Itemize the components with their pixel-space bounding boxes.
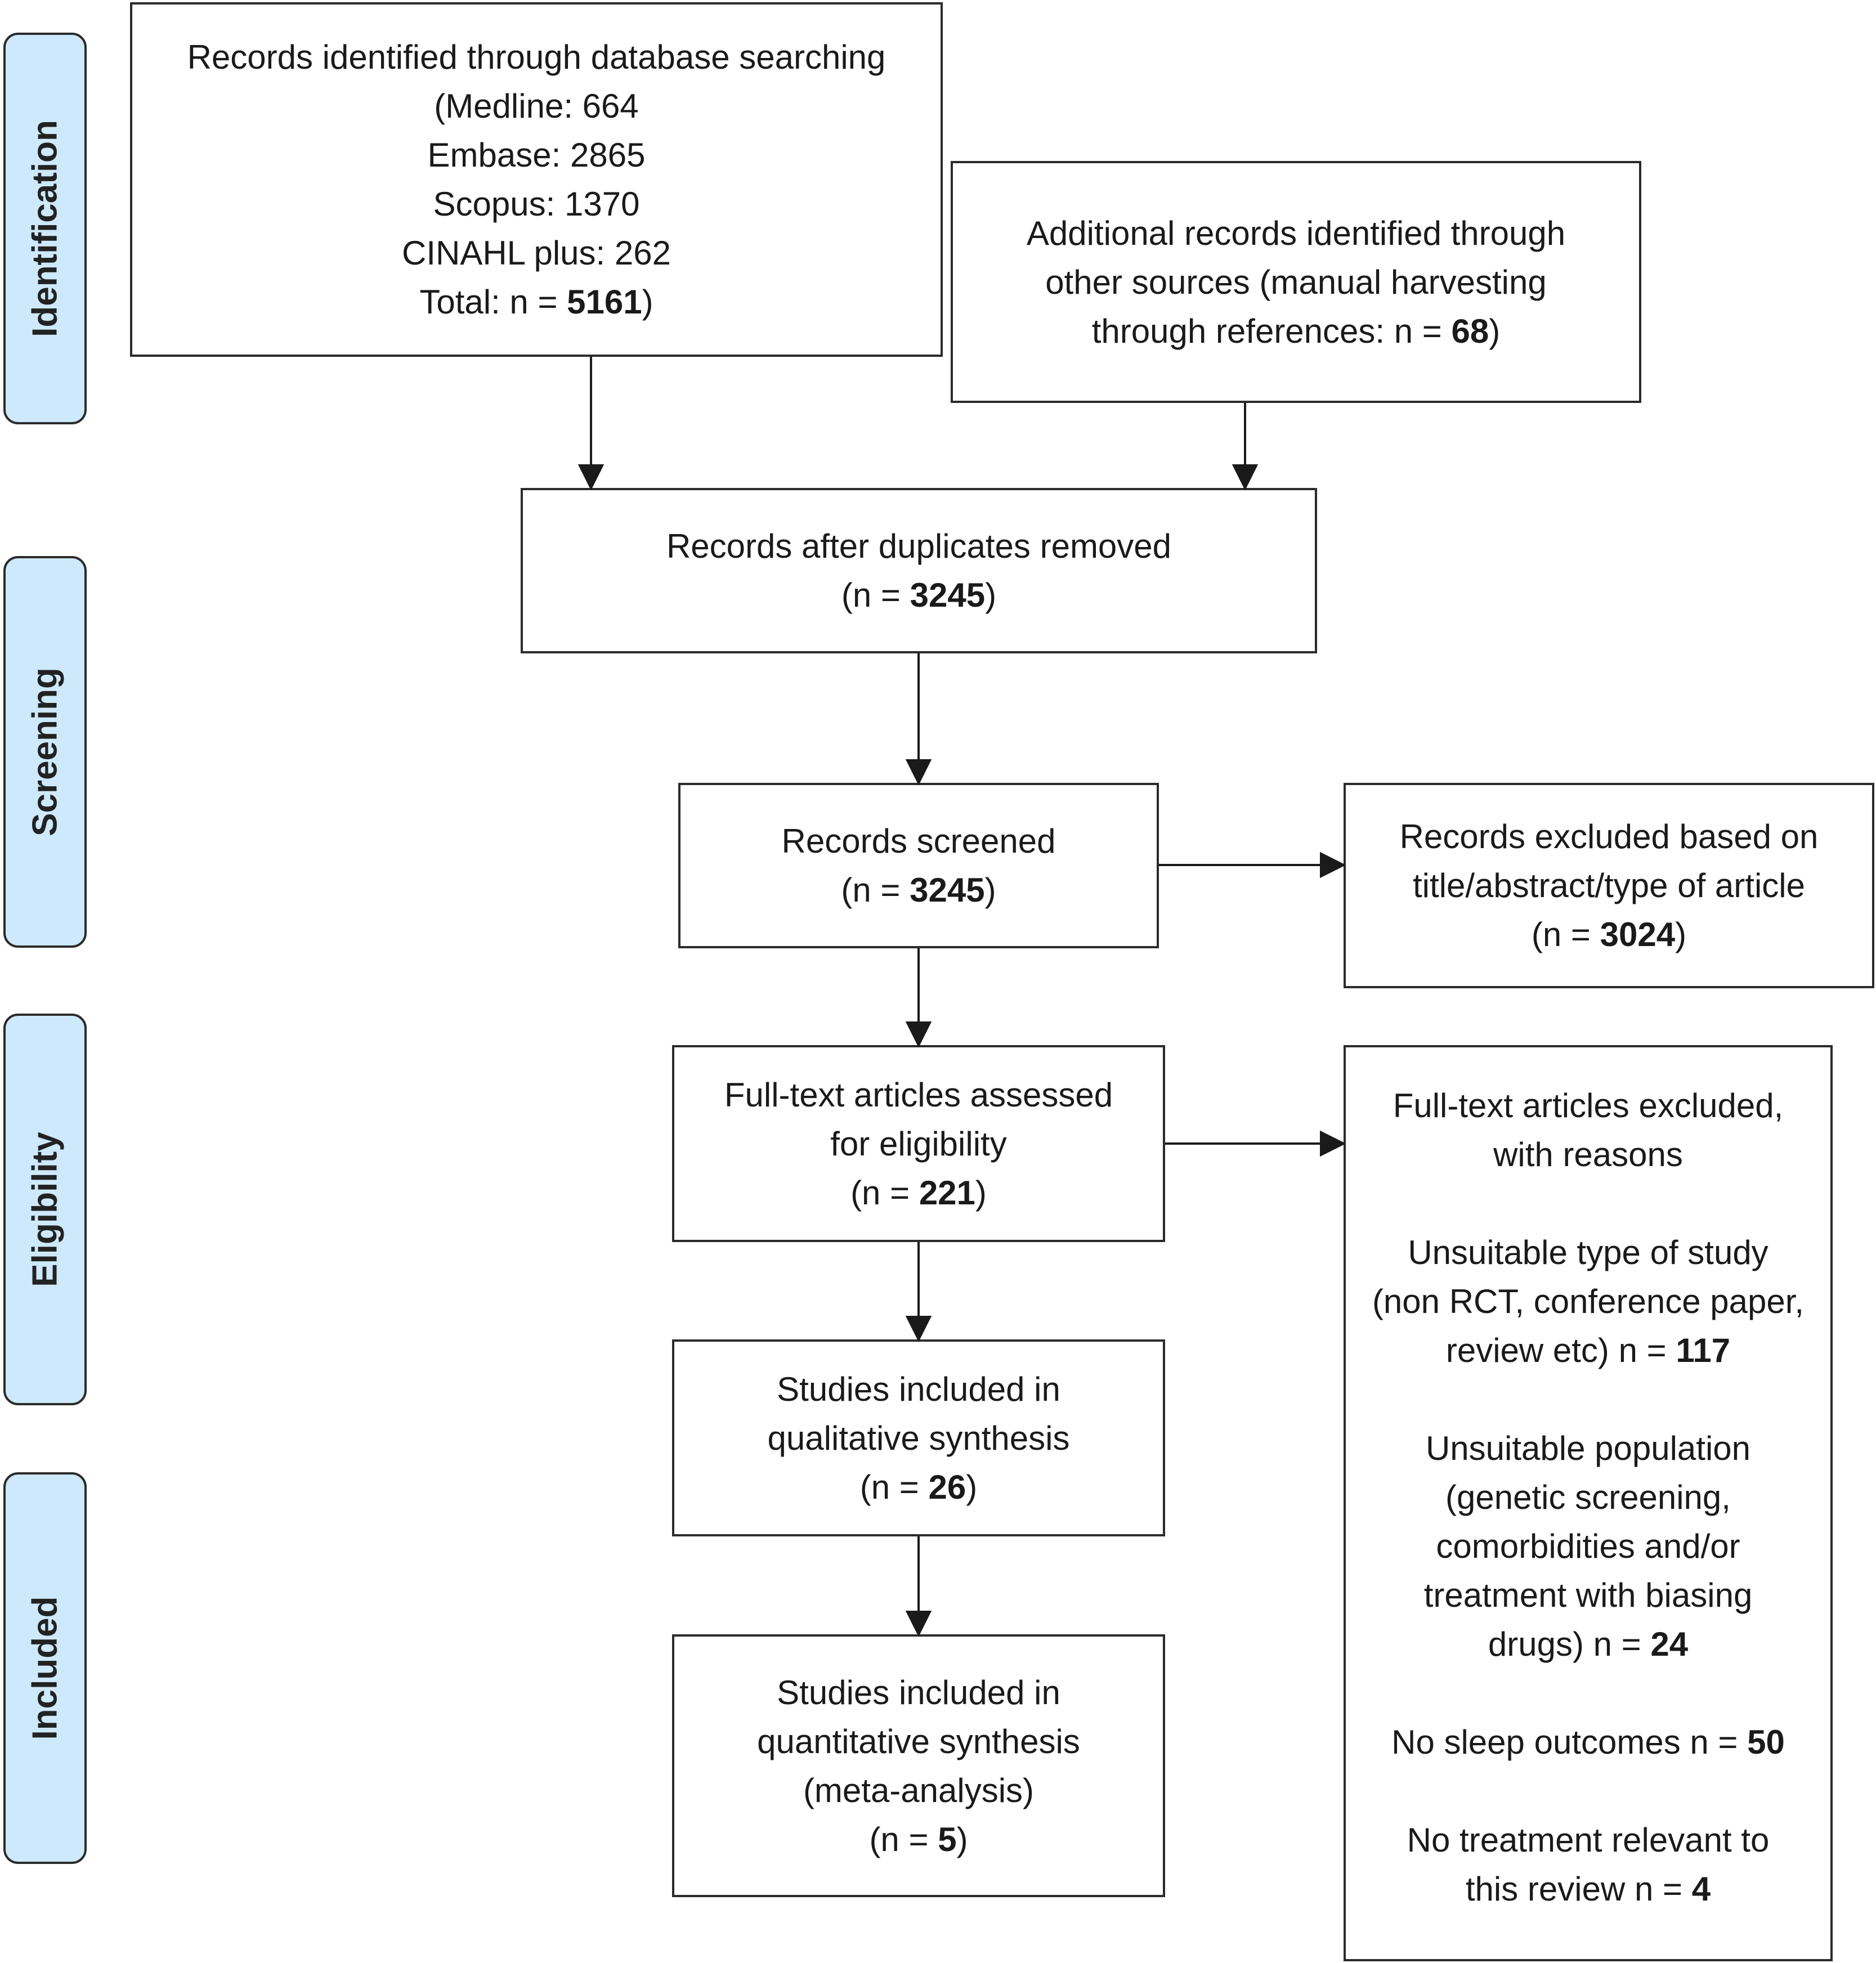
quantitative-count: (n = 5)	[869, 1815, 968, 1864]
reason2-line3: comorbidities and/or	[1436, 1527, 1740, 1565]
fulltext-assessed-value: 221	[919, 1173, 975, 1212]
reason4-count: this review n = 4	[1466, 1865, 1711, 1913]
database-search-title: Records identified through database sear…	[187, 38, 886, 76]
records-screened-prefix: (n =	[841, 871, 910, 909]
qualitative-line2: qualitative synthesis	[767, 1419, 1070, 1457]
box-qualitative-synthesis: Studies included in qualitative synthesi…	[672, 1339, 1165, 1536]
other-sources-prefix: through references: n =	[1091, 312, 1452, 350]
qualitative-suffix: )	[966, 1468, 978, 1506]
box-records-excluded: Records excluded based on title/abstract…	[1344, 783, 1874, 988]
database-search-total-prefix: Total: n =	[419, 283, 567, 321]
reason1-prefix: review etc) n =	[1445, 1332, 1676, 1369]
quantitative-suffix: )	[956, 1820, 968, 1858]
fulltext-assessed-line1: Full-text articles assessed	[724, 1075, 1113, 1114]
arrow-screened-to-excluded	[1159, 851, 1346, 879]
phase-identification: Identification	[3, 33, 87, 424]
fulltext-assessed-prefix: (n =	[850, 1173, 919, 1212]
reason3-value: 50	[1747, 1723, 1785, 1761]
qualitative-line1: Studies included in	[777, 1370, 1060, 1408]
duplicates-removed-title: Records after duplicates removed	[666, 527, 1172, 565]
reason2-value: 24	[1650, 1625, 1689, 1663]
records-screened-suffix: )	[984, 871, 996, 909]
records-excluded-line2: title/abstract/type of article	[1413, 867, 1805, 904]
phase-eligibility: Eligibility	[3, 1014, 87, 1405]
reason4-value: 4	[1691, 1870, 1711, 1908]
reason4-line1: No treatment relevant to	[1407, 1821, 1770, 1859]
reason1-count: review etc) n = 117	[1446, 1326, 1730, 1375]
fulltext-excluded-line2: with reasons	[1493, 1136, 1683, 1173]
database-search-cinahl: CINAHL plus: 262	[401, 234, 671, 272]
box-database-search: Records identified through database sear…	[130, 2, 943, 357]
reason3-prefix: No sleep outcomes n =	[1391, 1723, 1748, 1761]
phase-screening: Screening	[3, 556, 87, 948]
box-fulltext-assessed: Full-text articles assessed for eligibil…	[672, 1045, 1165, 1242]
database-search-total-value: 5161	[567, 283, 642, 321]
other-sources-line1: Additional records identified through	[1026, 214, 1566, 252]
qualitative-value: 26	[928, 1468, 966, 1506]
database-search-embase: Embase: 2865	[427, 136, 646, 174]
reason2-prefix: drugs) n =	[1488, 1625, 1651, 1663]
database-search-scopus: Scopus: 1370	[433, 185, 640, 223]
quantitative-prefix: (n =	[869, 1820, 938, 1858]
other-sources-suffix: )	[1489, 312, 1501, 350]
phase-included: Included	[3, 1472, 87, 1864]
box-duplicates-removed: Records after duplicates removed (n = 32…	[521, 488, 1317, 653]
quantitative-line2: quantitative synthesis	[757, 1722, 1080, 1760]
database-search-total-suffix: )	[642, 283, 653, 321]
fulltext-assessed-count: (n = 221)	[850, 1168, 987, 1217]
qualitative-count: (n = 26)	[860, 1463, 977, 1512]
reason1-value: 117	[1676, 1332, 1731, 1369]
reason2-line4: treatment with biasing	[1423, 1576, 1753, 1614]
box-fulltext-excluded: Full-text articles excluded, with reason…	[1344, 1045, 1833, 1961]
arrow-fulltext-to-qualitative	[905, 1242, 932, 1342]
records-excluded-suffix: )	[1675, 916, 1687, 953]
arrow-screened-to-fulltext	[905, 948, 932, 1048]
records-excluded-count: (n = 3024)	[1532, 910, 1686, 959]
reason1-line2: (non RCT, conference paper,	[1372, 1283, 1805, 1320]
records-screened-value: 3245	[910, 871, 985, 909]
database-search-medline: (Medline: 664	[434, 87, 639, 125]
reason2-count: drugs) n = 24	[1488, 1620, 1688, 1669]
arrow-duplicates-to-screened	[905, 653, 932, 786]
records-excluded-line1: Records excluded based on	[1399, 818, 1819, 855]
database-search-total: Total: n = 5161)	[419, 277, 653, 326]
records-excluded-prefix: (n =	[1531, 916, 1600, 953]
fulltext-excluded-line1: Full-text articles excluded,	[1393, 1087, 1784, 1124]
records-screened-title: Records screened	[781, 822, 1056, 860]
arrow-database-to-duplicates	[577, 357, 605, 491]
reason1-line1: Unsuitable type of study	[1408, 1234, 1768, 1271]
qualitative-prefix: (n =	[859, 1468, 929, 1506]
duplicates-removed-prefix: (n =	[841, 576, 910, 614]
other-sources-value: 68	[1451, 312, 1489, 350]
duplicates-removed-suffix: )	[985, 576, 997, 614]
reason4-prefix: this review n =	[1465, 1870, 1692, 1908]
arrow-qualitative-to-quantitative	[905, 1536, 932, 1637]
other-sources-line2: other sources (manual harvesting	[1045, 263, 1547, 301]
fulltext-assessed-line2: for eligibility	[830, 1124, 1007, 1163]
fulltext-assessed-suffix: )	[975, 1173, 987, 1212]
quantitative-value: 5	[938, 1820, 957, 1858]
arrow-fulltext-to-excluded	[1165, 1130, 1346, 1157]
quantitative-line1: Studies included in	[777, 1673, 1060, 1711]
records-excluded-value: 3024	[1600, 916, 1676, 953]
box-other-sources: Additional records identified through ot…	[951, 161, 1641, 403]
reason2-line2: (genetic screening,	[1445, 1478, 1731, 1516]
arrow-other-to-duplicates	[1232, 403, 1259, 491]
duplicates-removed-count: (n = 3245)	[841, 571, 996, 620]
quantitative-line3: (meta-analysis)	[803, 1771, 1035, 1809]
reason3-count: No sleep outcomes n = 50	[1391, 1718, 1785, 1767]
other-sources-line3: through references: n = 68)	[1092, 307, 1500, 356]
reason2-line1: Unsuitable population	[1425, 1429, 1751, 1467]
duplicates-removed-value: 3245	[910, 576, 986, 614]
records-screened-count: (n = 3245)	[841, 866, 996, 915]
box-records-screened: Records screened (n = 3245)	[678, 783, 1159, 948]
